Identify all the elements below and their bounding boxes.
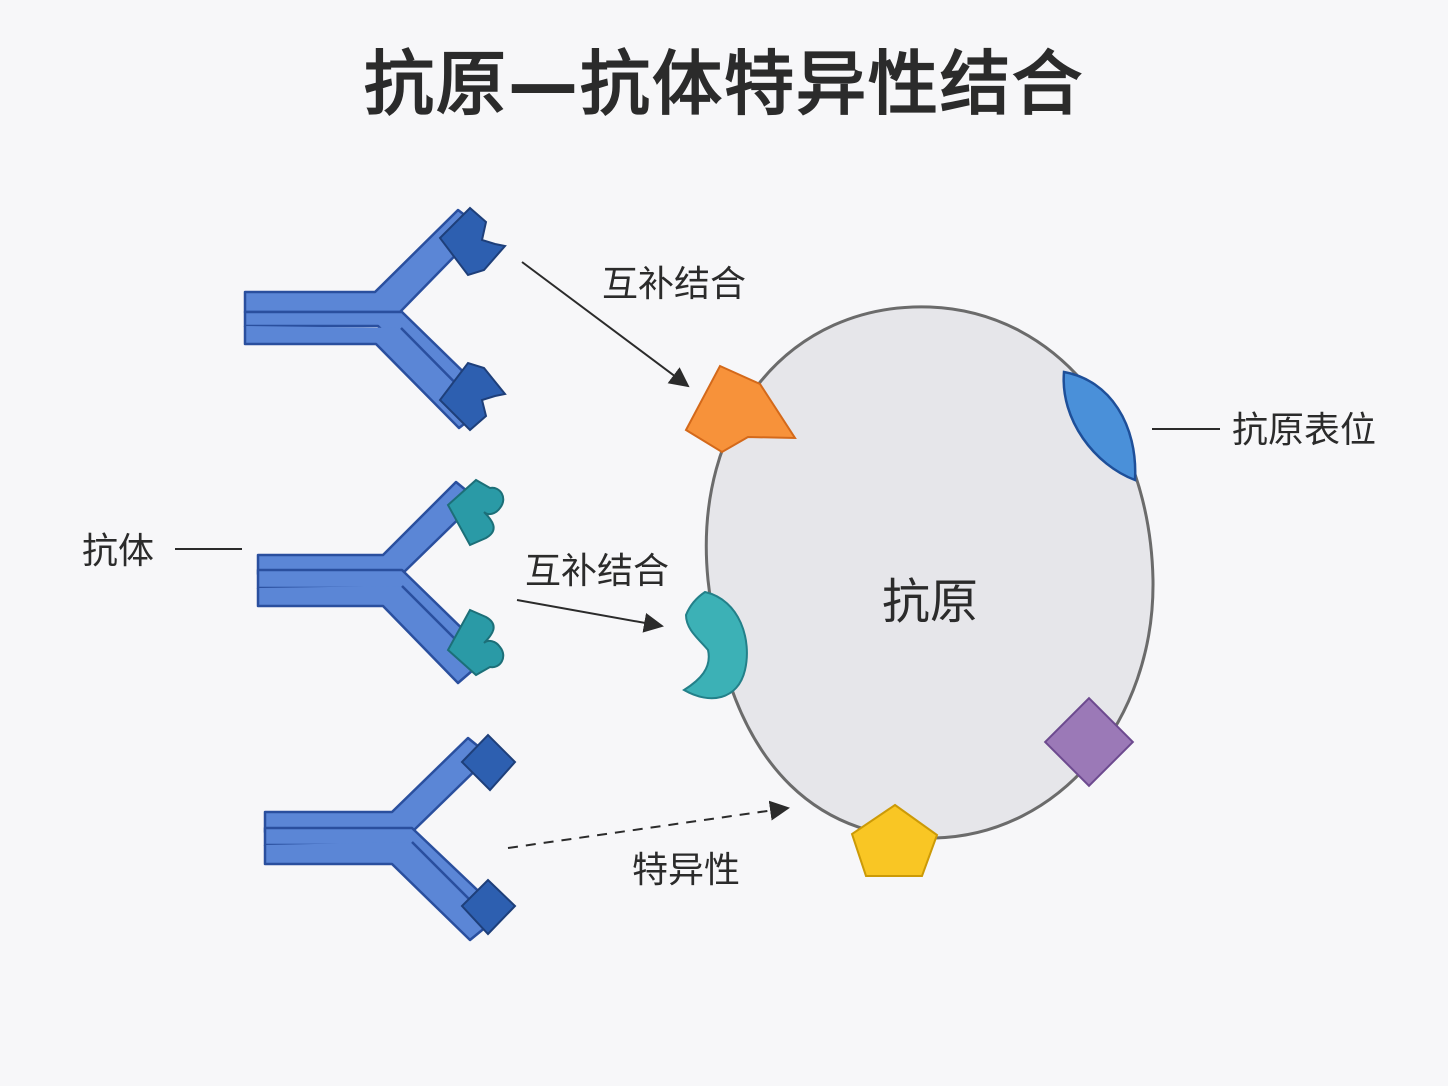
page-title: 抗原—抗体特异性结合 [364,43,1084,125]
lens-epitope-icon [1062,370,1137,482]
antibody-y-icon [243,206,507,432]
epitope-label: 抗原表位 [1232,410,1376,451]
arrow-complementary-2 [516,599,664,633]
antigen-label: 抗原 [882,574,978,630]
complementary-label-2: 互补结合 [525,551,669,592]
antibody-y-icon [263,733,517,942]
pentagon-epitope-icon [850,803,939,877]
specificity-label: 特异性 [632,850,740,891]
arrow-specificity [507,800,790,849]
arrow-complementary-1 [521,261,690,388]
antibody-y-icon [256,478,505,685]
complementary-label-1: 互补结合 [602,264,746,305]
antibody-label: 抗体 [82,531,154,572]
triangle-epitope-icon [684,364,797,454]
crescent-epitope-icon [682,590,748,700]
diamond-epitope-icon [1043,696,1135,788]
